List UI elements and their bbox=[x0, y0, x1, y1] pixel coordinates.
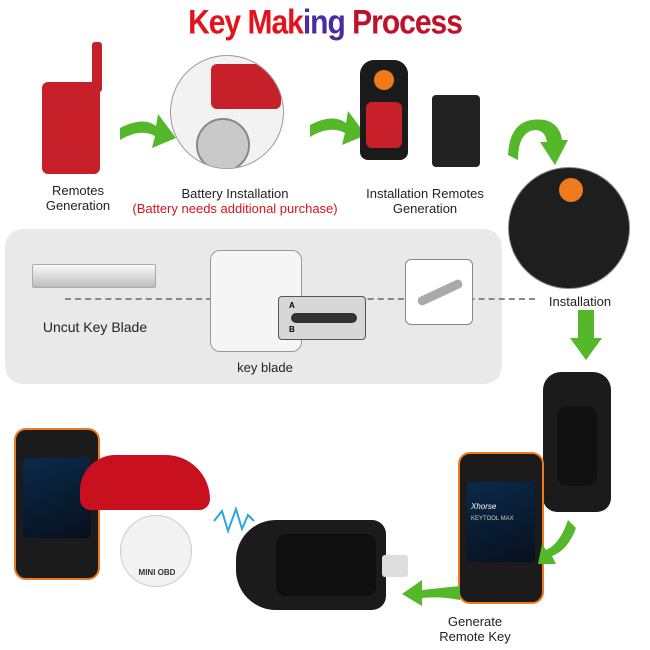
label-line: Remote Key bbox=[439, 629, 511, 644]
installation-remotes-label: Installation Remotes Generation bbox=[355, 186, 495, 216]
label-line: Generation bbox=[45, 198, 111, 213]
cut-chart-image: A B bbox=[278, 296, 366, 340]
label-line: Generation bbox=[392, 201, 458, 216]
label-line: Battery Installation bbox=[181, 186, 289, 201]
uncut-blade-label: Uncut Key Blade bbox=[42, 319, 148, 335]
cut-chart-b: B bbox=[289, 325, 295, 334]
battery-note: (Battery needs additional purchase) bbox=[132, 201, 338, 216]
arrow-left-icon bbox=[402, 580, 460, 606]
battery-installation-label: Battery Installation (Battery needs addi… bbox=[120, 186, 350, 216]
mini-obd-image: MINI OBD bbox=[120, 515, 192, 587]
installation-closeup-image bbox=[508, 167, 630, 289]
remote-cover-image bbox=[432, 95, 480, 167]
arrow-down-icon bbox=[570, 310, 602, 360]
red-car-image bbox=[80, 455, 210, 510]
title-part: Process bbox=[344, 3, 463, 42]
keytool-max-device-right: Xhorse KEYTOOL MAX bbox=[458, 452, 544, 604]
signal-icon bbox=[213, 505, 255, 535]
cut-chart-a: A bbox=[289, 301, 295, 310]
flip-key-image bbox=[543, 372, 611, 512]
key-blade-label: key blade bbox=[237, 360, 293, 375]
generate-remote-key-label: Generate Remote Key bbox=[430, 614, 520, 644]
mini-obd-label: MINI OBD bbox=[138, 568, 176, 577]
remote-pcb-antenna bbox=[92, 42, 102, 92]
uncut-blade-image bbox=[32, 264, 156, 288]
device-model: KEYTOOL MAX bbox=[471, 516, 514, 522]
arrow-right-icon bbox=[310, 111, 366, 145]
device-brand: Xhorse bbox=[471, 502, 497, 511]
label-line: Remotes bbox=[51, 183, 105, 198]
title-part: Key Mak bbox=[188, 3, 304, 42]
battery-installation-image bbox=[170, 55, 284, 169]
remote-open-image bbox=[360, 60, 408, 160]
title-part: ing bbox=[302, 3, 346, 42]
curved-arrow-icon bbox=[508, 119, 568, 165]
label-line: Generate bbox=[447, 614, 503, 629]
label-line: Installation Remotes bbox=[366, 186, 484, 201]
page-title: Key Making Process bbox=[0, 3, 650, 42]
installation-label: Installation bbox=[548, 294, 612, 309]
generated-remote-key-image bbox=[236, 520, 386, 610]
remotes-generation-label: Remotes Generation bbox=[28, 183, 128, 213]
key-blade-metal bbox=[382, 555, 408, 577]
cut-blade-image bbox=[405, 259, 473, 325]
arrow-right-icon bbox=[120, 114, 176, 148]
remote-pcb-image bbox=[42, 82, 100, 174]
arrow-down-left-icon bbox=[538, 520, 576, 564]
